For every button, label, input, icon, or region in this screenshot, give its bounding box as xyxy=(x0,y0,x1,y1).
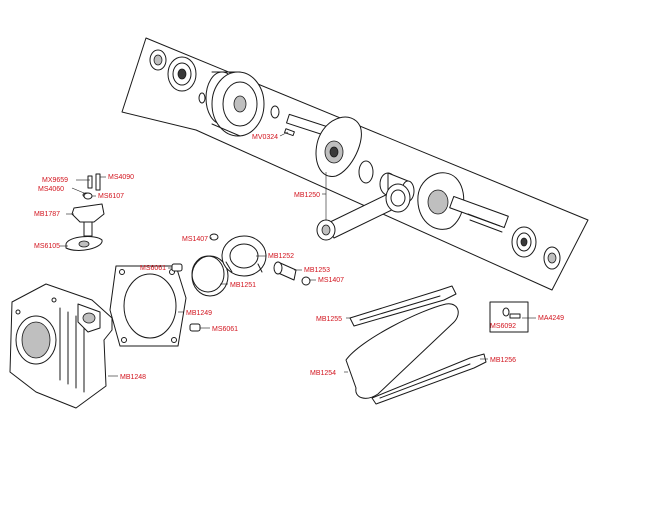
chain-tensioner xyxy=(65,173,105,251)
cam-chain xyxy=(345,303,459,399)
label-mb1256: MB1256 xyxy=(490,357,516,364)
label-mb1787: MB1787 xyxy=(34,211,60,218)
cylinder-block xyxy=(9,283,113,409)
label-mx9659: MX9659 xyxy=(42,177,68,184)
label-ms6092: MS6092 xyxy=(490,323,516,330)
spacer-ring xyxy=(270,105,280,119)
label-mb1248: MB1248 xyxy=(120,374,146,381)
label-mb1254: MB1254 xyxy=(310,370,336,377)
crank-bearing-right xyxy=(511,226,561,270)
label-mb1253: MB1253 xyxy=(304,267,330,274)
crank-half-right xyxy=(417,172,509,233)
dowel-pin-upper xyxy=(171,263,183,272)
label-mb1251: MB1251 xyxy=(230,282,256,289)
drive-pulley xyxy=(198,71,265,137)
small-bearing xyxy=(358,160,374,184)
piston-rings xyxy=(191,255,229,297)
label-mv0324: MV0324 xyxy=(252,134,278,141)
chain-guide xyxy=(371,353,487,405)
woodruff-key xyxy=(284,128,295,137)
crank-bearing-left xyxy=(149,49,197,92)
label-ms6105: MS6105 xyxy=(34,243,60,250)
label-ms1407-lower: MS1407 xyxy=(318,277,344,284)
label-ms6107: MS6107 xyxy=(98,193,124,200)
label-mb1249: MB1249 xyxy=(186,310,212,317)
label-mb1250: MB1250 xyxy=(294,192,320,199)
leader-lines xyxy=(60,131,536,377)
label-ms1407-upper: MS1407 xyxy=(182,236,208,243)
label-ma4249: MA4249 xyxy=(538,315,564,322)
cylinder-gasket xyxy=(109,265,187,347)
label-ms4060: MS4060 xyxy=(38,186,64,193)
crank-half-left xyxy=(286,113,362,177)
circlip-lower xyxy=(301,276,311,286)
connecting-rod xyxy=(316,183,411,241)
label-mb1255: MB1255 xyxy=(316,316,342,323)
tensioner-guide xyxy=(349,285,457,327)
label-mb1252: MB1252 xyxy=(268,253,294,260)
label-ms6061-upper: MS6061 xyxy=(140,265,166,272)
dowel-pin-lower xyxy=(189,323,201,332)
circlip-upper xyxy=(209,233,219,241)
piston-pin xyxy=(273,261,297,281)
guide-bolt-kit xyxy=(489,301,529,333)
label-ms6061-lower: MS6061 xyxy=(212,326,238,333)
label-ms4090: MS4090 xyxy=(108,174,134,181)
